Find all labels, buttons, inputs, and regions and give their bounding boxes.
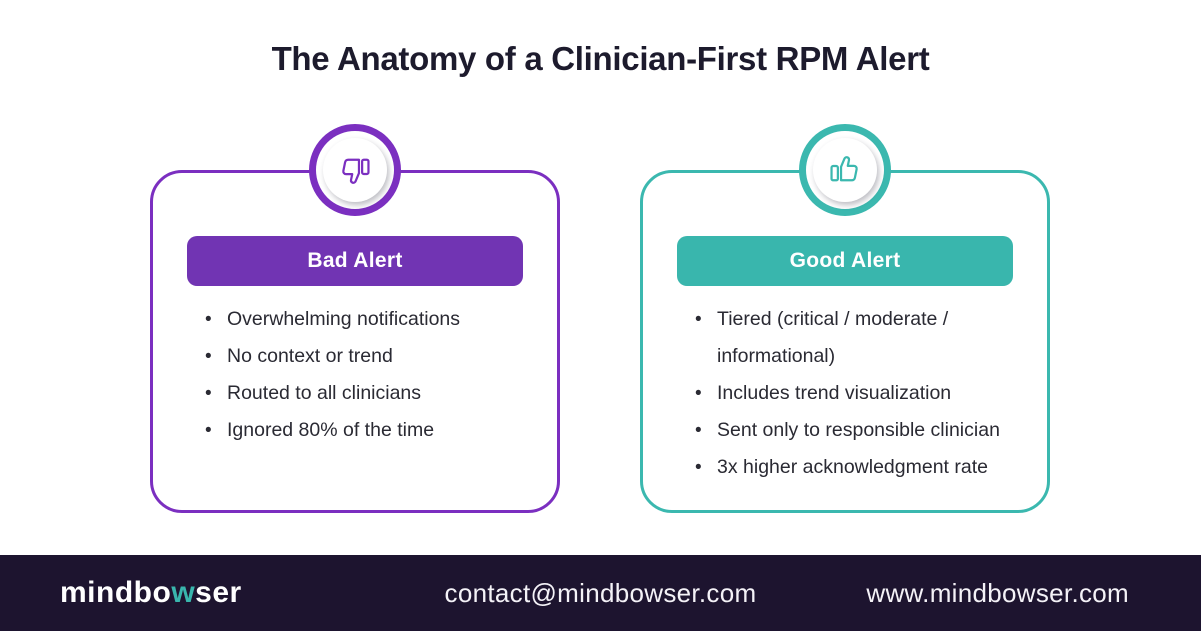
bad-alert-heading: Bad Alert <box>187 236 523 286</box>
page-title: The Anatomy of a Clinician-First RPM Ale… <box>271 40 930 77</box>
bad-alert-list: Overwhelming notifications No context or… <box>153 301 557 449</box>
bad-alert-card: Bad Alert Overwhelming notifications No … <box>150 124 560 513</box>
good-alert-list: Tiered (critical / moderate / informatio… <box>643 301 1047 486</box>
list-item: Ignored 80% of the time <box>205 412 557 449</box>
footer-bar: mindbowser contact@mindbowser.com www.mi… <box>0 555 1201 631</box>
thumbs-down-icon <box>342 158 370 184</box>
list-item: Tiered (critical / moderate / informatio… <box>695 301 1047 375</box>
contact-email-link[interactable]: contact@mindbowser.com <box>444 577 757 608</box>
list-item: Overwhelming notifications <box>205 301 557 338</box>
thumbs-up-badge <box>799 124 891 216</box>
logo-suffix: ser <box>195 576 242 609</box>
thumbs-up-icon <box>830 156 858 182</box>
good-alert-heading: Good Alert <box>677 236 1013 286</box>
list-item: 3x higher acknowledgment rate <box>695 449 1047 486</box>
list-item: Includes trend visualization <box>695 375 1047 412</box>
good-alert-card: Good Alert Tiered (critical / moderate /… <box>640 124 1050 513</box>
list-item: Routed to all clinicians <box>205 375 557 412</box>
list-item: Sent only to responsible clinician <box>695 412 1047 449</box>
list-item: No context or trend <box>205 338 557 375</box>
badge-inner-circle <box>323 138 387 202</box>
badge-inner-circle <box>813 138 877 202</box>
logo-accent-w: w <box>171 576 196 609</box>
mindbowser-logo: mindbowser <box>60 576 242 610</box>
website-link[interactable]: www.mindbowser.com <box>866 577 1129 608</box>
logo-prefix: mindbo <box>60 576 172 609</box>
thumbs-down-badge <box>309 124 401 216</box>
